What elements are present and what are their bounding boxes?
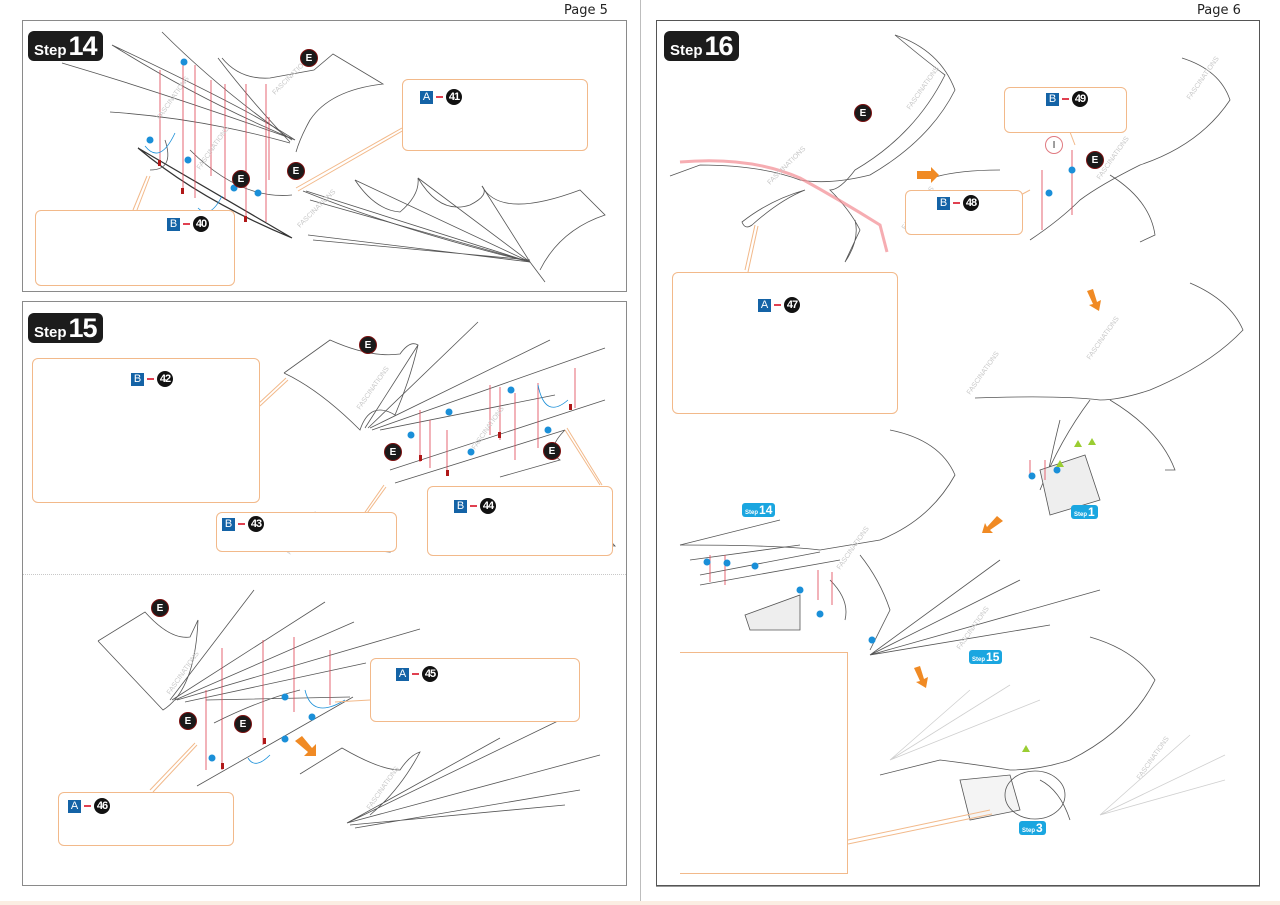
part-number: 44 (480, 498, 496, 514)
connector-dash (147, 378, 154, 380)
part-number: 49 (1072, 91, 1088, 107)
part-tag-A-45: A 45 (396, 666, 438, 682)
reference-step-3: Step 3 (1019, 821, 1046, 835)
sheet-label: B (937, 196, 950, 210)
sheet-label: B (167, 217, 180, 231)
reference-step-15: Step 15 (969, 650, 1003, 664)
ref-step-word: Step (745, 510, 759, 516)
connector-dash (953, 202, 960, 204)
part-number: 43 (248, 516, 264, 532)
ref-step-word: Step (972, 657, 986, 663)
connector-dash (238, 523, 245, 525)
reference-step-1: Step 1 (1071, 505, 1098, 519)
ref-step-word: Step (1022, 828, 1036, 834)
watermark: FASCINATIONS (1136, 735, 1171, 781)
part-tag-B-48: B 48 (937, 195, 979, 211)
callout-part-49 (1004, 87, 1127, 133)
marker-E: E (300, 49, 318, 67)
ref-step-number: 3 (1036, 821, 1043, 835)
arrow-right-icon (917, 167, 939, 183)
connector-dash (436, 96, 443, 98)
marker-E: E (151, 599, 169, 617)
ref-step-word: Step (1074, 512, 1088, 518)
part-tag-B-49: B 49 (1046, 91, 1088, 107)
ref-step-number: 1 (1088, 505, 1095, 519)
marker-E: E (543, 442, 561, 460)
step-16-badge: Step 16 (664, 31, 739, 61)
watermark: FASCINATIONS (1086, 315, 1121, 361)
callout-detail-inset (680, 652, 848, 874)
sheet-label: A (396, 667, 409, 681)
connector-dash (183, 223, 190, 225)
step-15-badge: Step 15 (28, 313, 103, 343)
step-number: 15 (68, 313, 98, 343)
part-tag-A-46: A 46 (68, 798, 110, 814)
marker-E: E (1086, 151, 1104, 169)
marker-E: E (359, 336, 377, 354)
callout-part-42 (32, 358, 260, 503)
marker-E: E (287, 162, 305, 180)
ref-step-number: 14 (759, 503, 773, 517)
arrow-icon (295, 736, 316, 756)
part-tag-A-47: A 47 (758, 297, 800, 313)
step-number: 16 (704, 31, 734, 61)
step-word: Step (670, 42, 703, 59)
part-number: 41 (446, 89, 462, 105)
step-word: Step (34, 324, 67, 341)
marker-E: E (384, 443, 402, 461)
connector-dash (412, 673, 419, 675)
part-number: 45 (422, 666, 438, 682)
connector-dash (84, 805, 91, 807)
watermark: FASCINATIONS (1186, 55, 1221, 101)
connector-dash (470, 505, 477, 507)
callout-part-46 (58, 792, 234, 846)
part-number: 48 (963, 195, 979, 211)
sheet-label: B (222, 517, 235, 531)
connector-dash (1062, 98, 1069, 100)
part-number: 40 (193, 216, 209, 232)
step-15-separator (23, 574, 626, 576)
marker-E: E (232, 170, 250, 188)
part-tag-A-41: A 41 (420, 89, 462, 105)
callout-part-43 (216, 512, 397, 552)
part-tag-B-42: B 42 (131, 371, 173, 387)
marker-E: E (234, 715, 252, 733)
sheet-label: B (131, 372, 144, 386)
callout-part-41 (402, 79, 588, 151)
part-tag-B-40: B 40 (167, 216, 209, 232)
sheet-label: A (420, 90, 433, 104)
page-divider (640, 0, 641, 905)
watermark: FASCINATIONS (906, 65, 941, 111)
page-number-6: Page 6 (1197, 3, 1241, 18)
watermark: FASCINATIONS (836, 525, 871, 571)
sheet-label: A (68, 799, 81, 813)
step-word: Step (34, 42, 67, 59)
callout-part-44 (427, 486, 613, 556)
callout-part-47 (672, 272, 898, 414)
marker-I: I (1045, 136, 1063, 154)
watermark: FASCINATIONS (966, 350, 1001, 396)
part-tag-B-44: B 44 (454, 498, 496, 514)
part-number: 47 (784, 297, 800, 313)
reference-step-14: Step 14 (742, 503, 776, 517)
step-number: 14 (68, 31, 98, 61)
connector-dash (774, 304, 781, 306)
page-number-5: Page 5 (564, 3, 608, 18)
marker-E: E (179, 712, 197, 730)
part-number: 46 (94, 798, 110, 814)
part-tag-B-43: B 43 (222, 516, 264, 532)
part-number: 42 (157, 371, 173, 387)
step-14-badge: Step 14 (28, 31, 103, 61)
sheet-label: B (454, 499, 467, 513)
sheet-label: A (758, 298, 771, 312)
sheet-label: B (1046, 92, 1059, 106)
ref-step-number: 15 (986, 650, 1000, 664)
marker-E: E (854, 104, 872, 122)
bottom-strip (0, 901, 1280, 905)
watermark: FASCINATIONS (956, 605, 991, 651)
